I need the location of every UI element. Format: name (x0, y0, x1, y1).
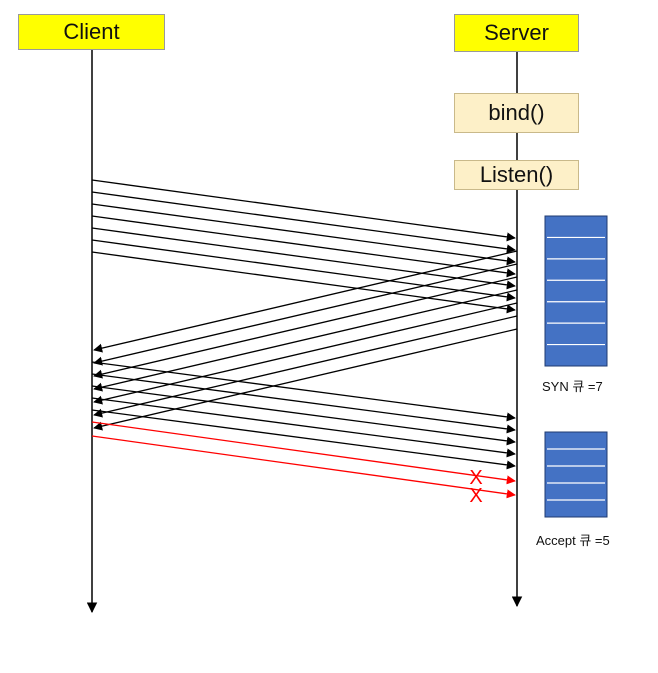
syn-arrow (91, 239, 516, 302)
dropped-arrows: XX (91, 421, 516, 507)
ack-arrow (91, 385, 516, 446)
ack-arrow (91, 397, 516, 458)
accept-queue-body (544, 431, 608, 518)
listen-call-box: Listen() (454, 160, 579, 190)
accept-queue-label: Accept 큐 =5 (536, 533, 610, 548)
dropped-arrow (91, 435, 516, 499)
server-label: Server (484, 20, 549, 45)
accept-queue (544, 431, 608, 518)
synack-arrow (93, 263, 518, 366)
synack-arrow (93, 315, 518, 418)
syn-arrow (91, 251, 516, 314)
syn-queue (544, 215, 608, 367)
synack-arrows (93, 250, 518, 431)
client-label: Client (63, 19, 120, 44)
ack-arrow (91, 409, 516, 470)
server-box: Server (454, 14, 579, 52)
syn-arrow (91, 203, 516, 266)
syn-arrow (91, 227, 516, 290)
synack-arrow (93, 328, 518, 431)
bind-call-label: bind() (488, 100, 545, 125)
synack-arrow (93, 250, 518, 353)
synack-arrow (93, 276, 518, 379)
dropped-arrow (91, 421, 516, 485)
syn-arrow (91, 179, 516, 242)
synack-arrow (93, 302, 518, 405)
ack-arrows (91, 361, 516, 470)
drop-mark: X (469, 467, 482, 489)
ack-arrow (91, 361, 516, 422)
syn-arrows (91, 179, 516, 314)
syn-queue-label: SYN 큐 =7 (542, 379, 603, 394)
synack-arrow (93, 289, 518, 392)
client-box: Client (18, 14, 165, 50)
drop-mark: X (469, 485, 482, 507)
bind-call-box: bind() (454, 93, 579, 133)
syn-arrow (91, 191, 516, 254)
syn-arrow (91, 215, 516, 278)
listen-call-label: Listen() (479, 162, 554, 187)
syn-queue-body (544, 215, 608, 367)
ack-arrow (91, 373, 516, 434)
